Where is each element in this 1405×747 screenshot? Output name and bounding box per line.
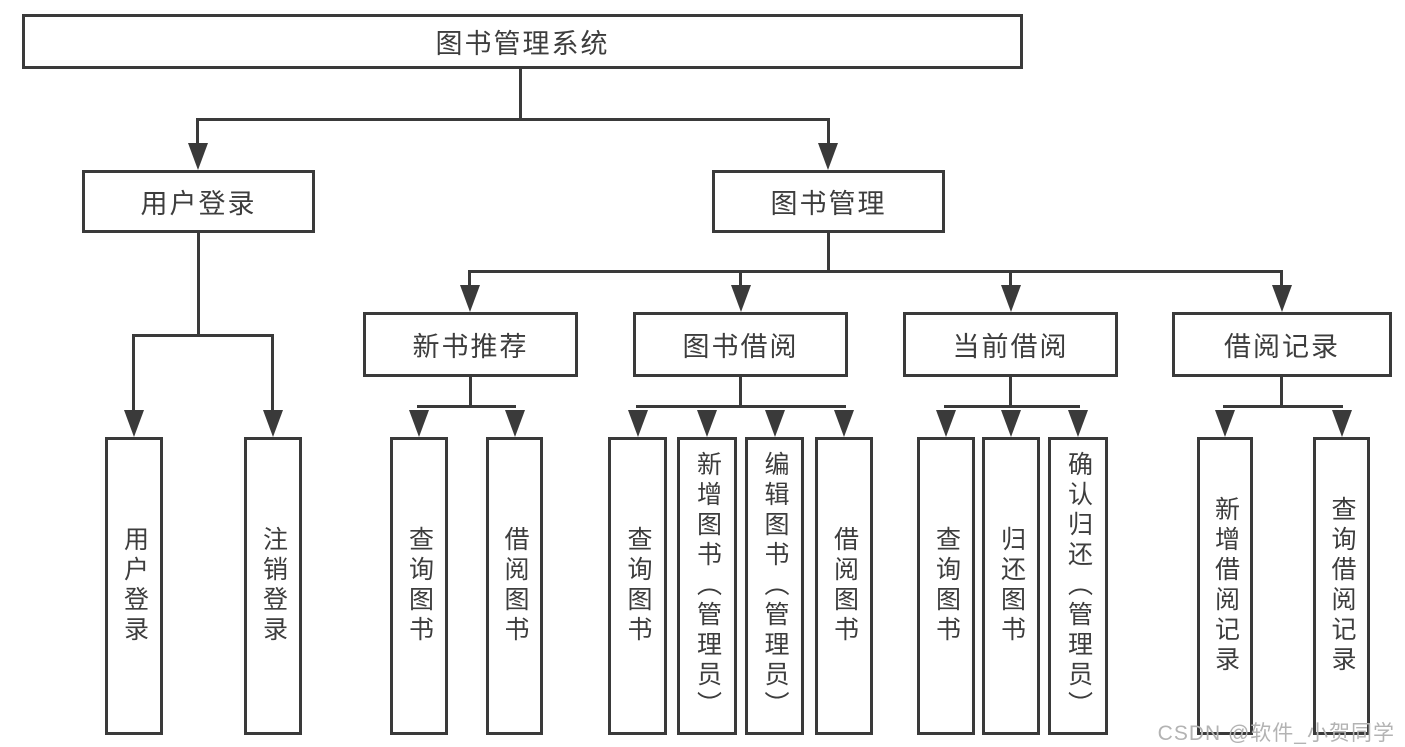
connector-mgmt-shaft-2 xyxy=(739,270,742,288)
connector-borrow-hbar xyxy=(636,405,846,408)
leaf-borrow-books-recommend-label: 借阅图书 xyxy=(501,526,529,646)
node-new-book-recommend: 新书推荐 xyxy=(363,312,578,377)
leaf-query-books-current: 查询图书 xyxy=(917,437,975,735)
csdn-watermark: CSDN @软件_小贺同学 xyxy=(1157,722,1395,745)
arrow-down-icon xyxy=(1215,410,1235,437)
leaf-add-borrow-record: 新增借阅记录 xyxy=(1197,437,1253,735)
connector-mgmt-shaft-1 xyxy=(468,270,471,288)
arrow-down-icon xyxy=(818,143,838,170)
connector-root-drop xyxy=(519,69,522,121)
leaf-borrow-books: 借阅图书 xyxy=(815,437,873,735)
connector-root-hbar xyxy=(196,118,830,121)
leaf-query-books-borrow-label: 查询图书 xyxy=(624,526,652,646)
leaf-edit-books-admin-label: 编辑图书（管理员） xyxy=(761,451,789,721)
connector-login-hbar xyxy=(132,334,274,337)
connector-login-left-shaft xyxy=(132,334,135,410)
arrow-down-icon xyxy=(409,410,429,437)
connector-mgmt-shaft-4 xyxy=(1280,270,1283,288)
connector-recommend-hbar xyxy=(417,405,516,408)
connector-borrow-drop xyxy=(739,377,742,408)
arrow-down-icon xyxy=(1332,410,1352,437)
node-book-management: 图书管理 xyxy=(712,170,945,233)
leaf-user-login: 用户登录 xyxy=(105,437,163,735)
arrow-down-icon xyxy=(834,410,854,437)
leaf-confirm-return-admin-label: 确认归还（管理员） xyxy=(1064,451,1093,721)
arrow-down-icon xyxy=(460,285,480,312)
leaf-query-books-recommend: 查询图书 xyxy=(390,437,448,735)
leaf-query-books-recommend-label: 查询图书 xyxy=(405,526,434,646)
leaf-add-books-admin: 新增图书（管理员） xyxy=(677,437,737,735)
leaf-add-borrow-record-label: 新增借阅记录 xyxy=(1211,496,1240,676)
node-root-library-system: 图书管理系统 xyxy=(22,14,1023,69)
leaf-query-books-borrow: 查询图书 xyxy=(608,437,667,735)
connector-records-hbar xyxy=(1223,405,1343,408)
leaf-return-books: 归还图书 xyxy=(982,437,1040,735)
leaf-logout-label: 注销登录 xyxy=(259,526,288,646)
connector-records-drop xyxy=(1280,377,1283,408)
connector-current-hbar xyxy=(944,405,1080,408)
leaf-logout: 注销登录 xyxy=(244,437,302,735)
leaf-borrow-books-label: 借阅图书 xyxy=(830,526,859,646)
leaf-confirm-return-admin: 确认归还（管理员） xyxy=(1048,437,1108,735)
leaf-query-borrow-record-label: 查询借阅记录 xyxy=(1328,496,1356,676)
leaf-query-books-current-label: 查询图书 xyxy=(932,526,961,646)
leaf-user-login-label: 用户登录 xyxy=(120,526,149,646)
arrow-down-icon xyxy=(505,410,525,437)
arrow-down-icon xyxy=(628,410,648,437)
node-book-borrow: 图书借阅 xyxy=(633,312,848,377)
connector-mgmt-hbar xyxy=(468,270,1283,273)
arrow-down-icon xyxy=(936,410,956,437)
leaf-return-books-label: 归还图书 xyxy=(997,526,1026,646)
node-borrow-records: 借阅记录 xyxy=(1172,312,1392,377)
arrow-down-icon xyxy=(1068,410,1088,437)
connector-recommend-drop xyxy=(469,377,472,408)
arrow-down-icon xyxy=(263,410,283,437)
connector-login-right-shaft xyxy=(271,334,274,410)
arrow-down-icon xyxy=(124,410,144,437)
leaf-add-books-admin-label: 新增图书（管理员） xyxy=(693,451,722,721)
arrow-down-icon xyxy=(697,410,717,437)
arrow-down-icon xyxy=(1001,410,1021,437)
leaf-edit-books-admin: 编辑图书（管理员） xyxy=(745,437,804,735)
connector-mgmt-shaft-3 xyxy=(1009,270,1012,288)
arrow-down-icon xyxy=(1001,285,1021,312)
connector-current-drop xyxy=(1009,377,1012,408)
arrow-down-icon xyxy=(765,410,785,437)
node-user-login: 用户登录 xyxy=(82,170,315,233)
node-current-borrow: 当前借阅 xyxy=(903,312,1118,377)
leaf-query-borrow-record: 查询借阅记录 xyxy=(1313,437,1370,735)
connector-root-right-shaft xyxy=(827,118,830,146)
arrow-down-icon xyxy=(188,143,208,170)
arrow-down-icon xyxy=(731,285,751,312)
leaf-borrow-books-recommend: 借阅图书 xyxy=(486,437,543,735)
connector-mgmt-drop xyxy=(827,233,830,273)
connector-root-left-shaft xyxy=(196,118,199,146)
connector-login-drop xyxy=(197,233,200,337)
arrow-down-icon xyxy=(1272,285,1292,312)
